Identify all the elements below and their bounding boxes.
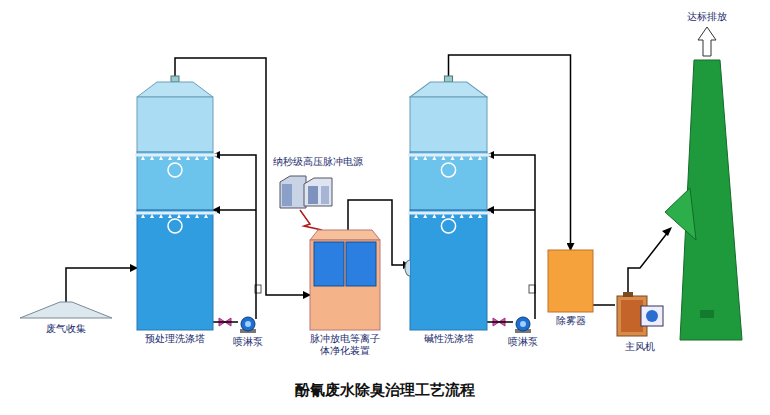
stack-plate: [700, 310, 714, 318]
demister-shape: [548, 250, 593, 312]
discharge-bolt: [300, 210, 322, 230]
main-fan-shape: [615, 292, 665, 338]
duct-arrow: [662, 227, 672, 236]
pulse-power-supply: 纳秒级高压脉冲电源: [280, 172, 335, 210]
spray-pump-shape: [513, 315, 533, 333]
pipe-segment: [213, 155, 256, 319]
plasma-purifier: 脉冲放电等离子体净化装置: [310, 230, 380, 330]
node-label: 脉冲放电等离子体净化装置: [309, 333, 381, 357]
pulse-power-supply-shape: [280, 172, 335, 210]
pipe-segment: [213, 321, 238, 323]
pipe-segment: [213, 209, 256, 211]
pipe-segment: [300, 210, 322, 230]
pipe-connector: [213, 155, 256, 319]
node-label: 主风机: [625, 341, 655, 353]
hood-shape: [20, 300, 112, 320]
pipe-connector: [487, 322, 513, 323]
pipe-segment: [487, 209, 535, 211]
pipe-segment: [593, 304, 615, 306]
pipe-segment: [487, 155, 535, 319]
node-label: 除雾器: [556, 315, 586, 327]
pipe-connector: [487, 155, 535, 319]
scrubber-tower: 预处理洗涤塔: [137, 80, 213, 330]
spray-pump-shape: [238, 315, 258, 333]
pipe-segment: [487, 321, 513, 323]
diagram-title: 酚氰废水除臭治理工艺流程: [0, 381, 770, 400]
plasma-purifier-shape: [310, 230, 380, 330]
node-label: 喷淋泵: [233, 336, 263, 348]
main-fan: 主风机: [615, 292, 665, 338]
pipe-connector: [593, 305, 615, 306]
node-label: 预处理洗涤塔: [145, 333, 205, 345]
duct-line: [628, 232, 668, 292]
pipe-segment: [66, 268, 137, 302]
outflow-arrow: [698, 27, 716, 56]
pipe-connector: [213, 322, 238, 323]
outlet-label: 达标排放: [687, 10, 727, 24]
node-label: 纳秒级高压脉冲电源: [273, 156, 363, 168]
spray-pump: 喷淋泵: [513, 315, 533, 333]
spray-pump: 喷淋泵: [238, 315, 258, 333]
node-label: 碱性洗涤塔: [424, 333, 474, 345]
node-label: 废气收集: [46, 323, 86, 335]
scrubber-tower: 碱性洗涤塔: [410, 80, 487, 330]
hood: 废气收集: [20, 300, 112, 320]
demister: 除雾器: [548, 250, 593, 312]
stack-inlet: [665, 188, 696, 240]
node-label: 喷淋泵: [508, 336, 538, 348]
scrubber-tower-shape: [410, 80, 487, 330]
scrubber-tower-shape: [137, 80, 213, 330]
valve: [529, 285, 535, 293]
pipe-connector: [66, 268, 137, 302]
